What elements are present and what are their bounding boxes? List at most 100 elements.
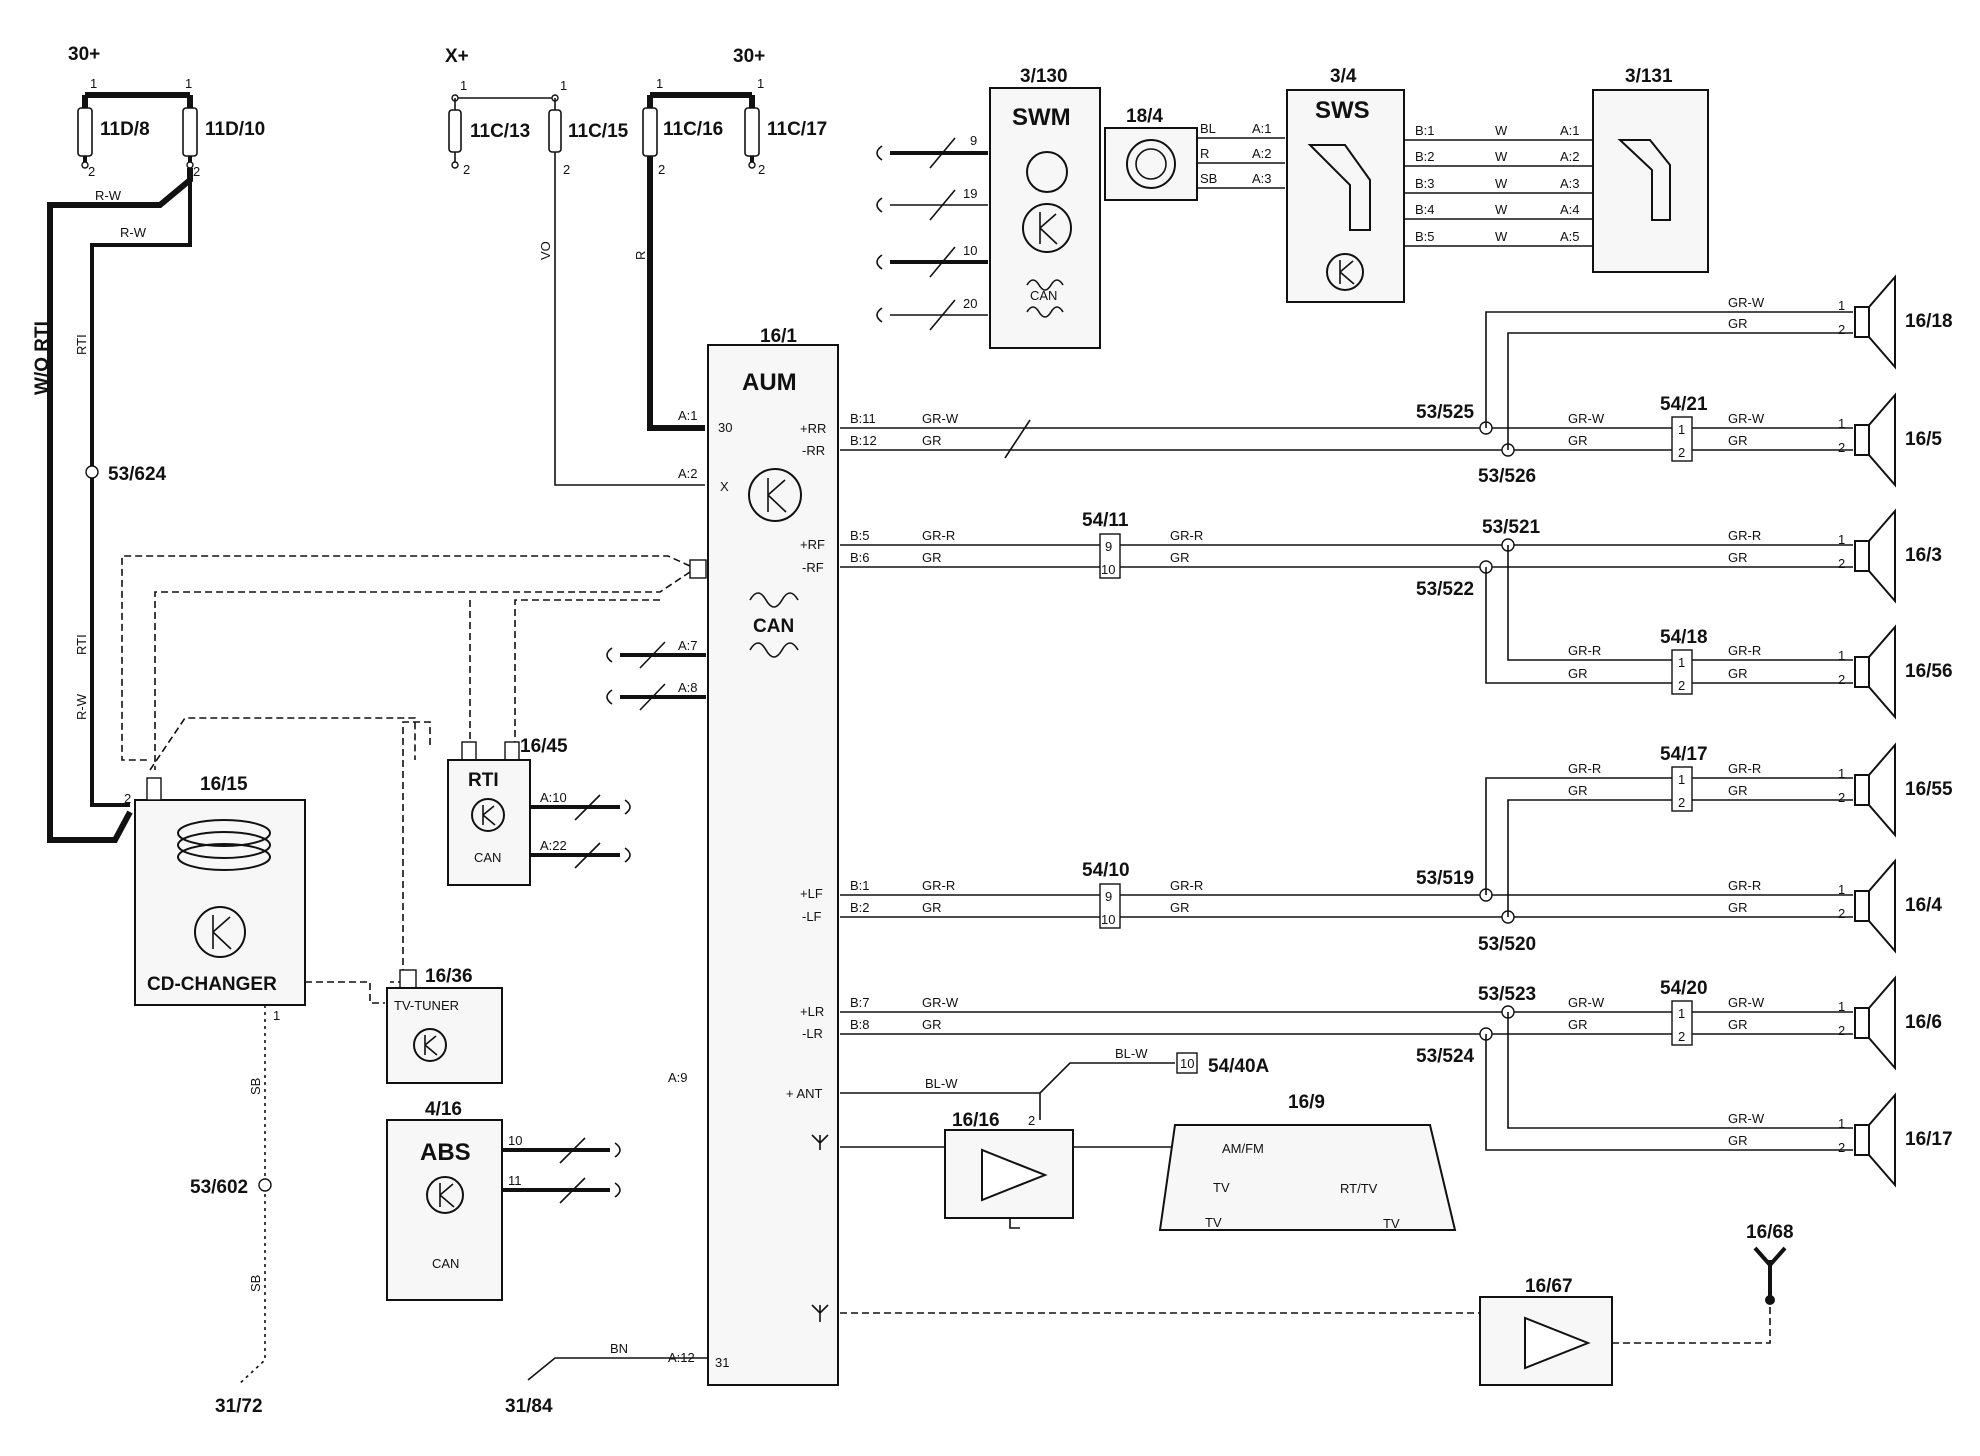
svg-text:2: 2: [193, 164, 200, 179]
svg-text:10: 10: [1101, 912, 1115, 927]
svg-text:10: 10: [508, 1133, 522, 1148]
svg-text:TV: TV: [1383, 1216, 1400, 1231]
svg-text:BL-W: BL-W: [925, 1076, 958, 1091]
svg-text:GR-W: GR-W: [1728, 1111, 1765, 1126]
svg-text:4/16: 4/16: [425, 1099, 462, 1120]
svg-text:3/4: 3/4: [1330, 66, 1357, 87]
svg-text:B:7: B:7: [850, 995, 870, 1010]
clock-spring-connector: [1104, 127, 1198, 201]
svg-text:B:4: B:4: [1415, 202, 1435, 217]
svg-text:A:5: A:5: [1560, 229, 1580, 244]
svg-text:2: 2: [1838, 790, 1845, 805]
svg-text:ABS: ABS: [420, 1139, 471, 1166]
svg-text:A:2: A:2: [1560, 149, 1580, 164]
svg-text:A:4: A:4: [1560, 202, 1580, 217]
svg-text:2: 2: [1838, 906, 1845, 921]
svg-text:GR: GR: [1170, 900, 1190, 915]
svg-text:GR: GR: [1728, 783, 1748, 798]
control-module-icon: [426, 1176, 464, 1214]
wire-ant-bl-w: [840, 1092, 1041, 1120]
svg-text:2: 2: [124, 791, 131, 806]
svg-text:A:9: A:9: [668, 1070, 688, 1085]
svg-text:RTI: RTI: [468, 770, 499, 791]
svg-text:B:8: B:8: [850, 1017, 870, 1032]
wire-rti: [90, 180, 192, 807]
svg-text:GR: GR: [922, 1017, 942, 1032]
svg-text:GR-R: GR-R: [922, 528, 955, 543]
svg-text:19: 19: [963, 186, 977, 201]
svg-text:53/521: 53/521: [1482, 517, 1541, 538]
cd-changer-label: CD-CHANGER: [147, 974, 277, 995]
disc-stack-icon: [177, 819, 271, 847]
aum-label: AUM: [742, 369, 797, 396]
svg-text:GR-W: GR-W: [1728, 995, 1765, 1010]
svg-text:RT/TV: RT/TV: [1340, 1181, 1378, 1196]
svg-text:GR-R: GR-R: [1728, 761, 1761, 776]
speaker-label: 16/4: [1905, 895, 1942, 916]
svg-text:RTI: RTI: [74, 334, 89, 355]
connector-54-11: [1099, 533, 1121, 579]
connector-54-40a: [1176, 1052, 1198, 1074]
svg-text:AM/FM: AM/FM: [1222, 1141, 1264, 1156]
svg-text:53/526: 53/526: [1478, 466, 1536, 487]
svg-text:2: 2: [1678, 795, 1685, 810]
fuse-11d10: 2 11D/10: [182, 107, 265, 179]
svg-text:GR: GR: [1728, 1133, 1748, 1148]
svg-text:2: 2: [758, 162, 765, 177]
svg-text:1: 1: [1678, 655, 1685, 670]
aum-unit: [707, 344, 839, 1386]
svg-text:B:6: B:6: [850, 550, 870, 565]
svg-text:53/520: 53/520: [1478, 934, 1536, 955]
svg-text:VO: VO: [538, 241, 553, 260]
speaker-group: 16/181216/51216/31216/561216/551216/4121…: [1838, 274, 1953, 1188]
svg-text:1: 1: [1678, 422, 1685, 437]
speaker-16-5: 16/512: [1838, 392, 1942, 488]
svg-text:1: 1: [1838, 416, 1845, 431]
svg-text:W/O RTI: W/O RTI: [32, 321, 53, 395]
svg-text:53/519: 53/519: [1416, 868, 1474, 889]
svg-text:B:5: B:5: [850, 528, 870, 543]
svg-text:A:3: A:3: [1252, 171, 1272, 186]
svg-text:GR: GR: [1728, 900, 1748, 915]
svg-text:2: 2: [1678, 445, 1685, 460]
switch-module-3-131: [1592, 89, 1709, 273]
svg-text:+RR: +RR: [800, 421, 826, 436]
svg-text:A:2: A:2: [1252, 146, 1272, 161]
svg-text:10: 10: [1180, 1056, 1194, 1071]
svg-text:53/624: 53/624: [108, 464, 167, 485]
svg-text:W: W: [1495, 123, 1508, 138]
svg-text:31: 31: [715, 1355, 729, 1370]
splice-53-624: [85, 465, 99, 479]
speaker-label: 16/55: [1905, 779, 1953, 800]
svg-text:30+: 30+: [733, 46, 765, 67]
svg-text:SB: SB: [248, 1275, 263, 1292]
svg-text:GR: GR: [1728, 433, 1748, 448]
svg-text:1: 1: [1838, 999, 1845, 1014]
svg-text:SWS: SWS: [1315, 97, 1370, 124]
svg-text:W: W: [1495, 202, 1508, 217]
svg-text:GR: GR: [922, 433, 942, 448]
svg-text:3/131: 3/131: [1625, 66, 1673, 87]
speaker-16-4: 16/412: [1838, 858, 1942, 954]
svg-text:GR-W: GR-W: [922, 995, 959, 1010]
svg-text:GR: GR: [1728, 666, 1748, 681]
svg-text:1: 1: [560, 78, 567, 93]
svg-text:A:1: A:1: [678, 408, 698, 423]
antenna-icon: [811, 1134, 829, 1150]
fuse-pin: 1: [90, 76, 97, 91]
control-module-icon: [194, 906, 246, 958]
svg-text:11: 11: [508, 1173, 522, 1188]
svg-text:18/4: 18/4: [1126, 106, 1163, 127]
svg-text:53/523: 53/523: [1478, 984, 1536, 1005]
can-bus-dashed: [121, 555, 691, 761]
speaker-16-6: 16/612: [1838, 975, 1942, 1071]
control-module-icon: [413, 1028, 447, 1062]
svg-text:B:12: B:12: [850, 433, 877, 448]
svg-text:R-W: R-W: [95, 188, 122, 203]
svg-text:1: 1: [1838, 1116, 1845, 1131]
fuse-label: 11D/10: [205, 119, 265, 140]
svg-text:GR-R: GR-R: [1170, 528, 1203, 543]
svg-text:2: 2: [563, 162, 570, 177]
